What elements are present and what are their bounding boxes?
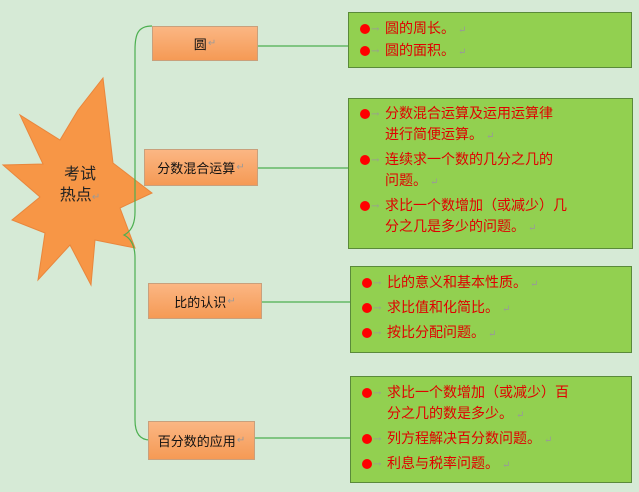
bullet-dot-icon [362, 434, 372, 444]
arrow-mark: → [371, 24, 380, 35]
return-mark: ↵ [516, 410, 525, 421]
detail-panel-percent-application: →求比一个数增加（或减少）百分之几的数是多少。↵ →列方程解决百分数问题。↵ →… [350, 376, 632, 483]
arrow-mark: → [373, 388, 382, 399]
list-item: → 求比值和化简比。↵ [359, 298, 623, 320]
item-text-continued: 问题。 [385, 173, 427, 189]
arrow-mark: → [373, 459, 382, 470]
return-mark: ↵ [528, 223, 537, 234]
arrow-mark: → [371, 109, 380, 120]
detail-panel-ratio: →比的意义和基本性质。↵ →求比值和化简比。↵ →按比分配问题。↵ [350, 266, 632, 353]
bullet-dot-icon [360, 155, 370, 165]
list-item: → 圆的周长。↵ [357, 19, 623, 41]
return-mark: ↵ [488, 329, 497, 340]
item-text: 分数混合运算及运用运算律 [385, 106, 553, 122]
list-item: → 利息与税率问题。↵ [359, 454, 623, 476]
item-text: 求比一个数增加（或减少）几 [385, 198, 567, 214]
return-mark: ↵ [502, 304, 511, 315]
item-text: 连续求一个数的几分之几的 [385, 152, 553, 168]
return-mark: ↵ [486, 131, 495, 142]
bullet-dot-icon [362, 278, 372, 288]
bullet-dot-icon [362, 459, 372, 469]
arrow-mark: → [373, 328, 382, 339]
item-text-continued: 分之几是多少的问题。 [385, 219, 525, 235]
return-mark: ↵ [91, 192, 101, 203]
item-text: 列方程解决百分数问题。 [387, 431, 541, 447]
hub-label-line1: 考试 [63, 164, 96, 183]
bullet-dot-icon [360, 46, 370, 56]
arrow-mark: → [373, 278, 382, 289]
item-text-continued: 进行简便运算。 [385, 127, 483, 143]
list-item: → 求比一个数增加（或减少）几分之几是多少的问题。↵ [357, 196, 624, 239]
topic-label: 圆 [193, 38, 207, 53]
detail-panel-fraction-operations: →分数混合运算及运用运算律进行简便运算。↵ →连续求一个数的几分之几的问题。↵ … [348, 98, 633, 249]
topic-ratio: 比的认识↵ [148, 283, 262, 319]
return-mark: ↵ [236, 435, 246, 446]
detail-panel-circle: → 圆的周长。↵ → 圆的面积。↵ [348, 12, 632, 68]
hub-label-line2: 热点 [59, 185, 92, 204]
bullet-dot-icon [362, 328, 372, 338]
arrow-mark: → [371, 155, 380, 166]
burst-shape [1, 76, 153, 287]
item-text: 圆的面积。 [385, 43, 455, 59]
topic-fraction-operations: 分数混合运算↵ [144, 149, 258, 186]
item-text-continued: 分之几的数是多少。 [387, 406, 513, 422]
list-item: → 圆的面积。↵ [357, 41, 623, 63]
bullet-dot-icon [362, 303, 372, 313]
bullet-dot-icon [360, 24, 370, 34]
list-item: → 列方程解决百分数问题。↵ [359, 429, 623, 451]
list-item: → 比的意义和基本性质。↵ [359, 273, 623, 295]
arrow-mark: → [373, 434, 382, 445]
arrow-mark: → [371, 201, 380, 212]
return-mark: ↵ [458, 25, 467, 36]
hub-label: 考试 热点↵ [40, 163, 120, 208]
bullet-dot-icon [362, 388, 372, 398]
return-mark: ↵ [236, 162, 245, 173]
return-mark: ↵ [502, 460, 511, 471]
topic-circle: 圆↵ [152, 26, 258, 61]
item-text: 利息与税率问题。 [387, 456, 499, 472]
return-mark: ↵ [530, 279, 539, 290]
topic-label: 比的认识 [174, 295, 227, 311]
arrow-mark: → [373, 303, 382, 314]
list-item: → 分数混合运算及运用运算律进行简便运算。↵ [357, 104, 624, 147]
bullet-dot-icon [360, 109, 370, 119]
list-item: → 按比分配问题。↵ [359, 323, 623, 345]
list-item: → 求比一个数增加（或减少）百分之几的数是多少。↵ [359, 383, 623, 426]
return-mark: ↵ [207, 38, 217, 49]
topic-percent-application: 百分数的应用↵ [148, 421, 255, 460]
item-text: 圆的周长。 [385, 21, 455, 37]
return-mark: ↵ [430, 177, 439, 188]
return-mark: ↵ [227, 295, 236, 307]
item-text: 比的意义和基本性质。 [387, 275, 527, 291]
topic-label: 分数混合运算 [157, 162, 236, 177]
item-text: 按比分配问题。 [387, 325, 485, 341]
topic-label: 百分数的应用 [157, 435, 236, 450]
arrow-mark: → [371, 46, 380, 57]
return-mark: ↵ [458, 47, 467, 58]
list-item: → 连续求一个数的几分之几的问题。↵ [357, 150, 624, 193]
return-mark: ↵ [544, 435, 553, 446]
item-text: 求比一个数增加（或减少）百 [387, 385, 569, 401]
brace-connector [122, 25, 153, 441]
bullet-dot-icon [360, 201, 370, 211]
item-text: 求比值和化简比。 [387, 300, 499, 316]
